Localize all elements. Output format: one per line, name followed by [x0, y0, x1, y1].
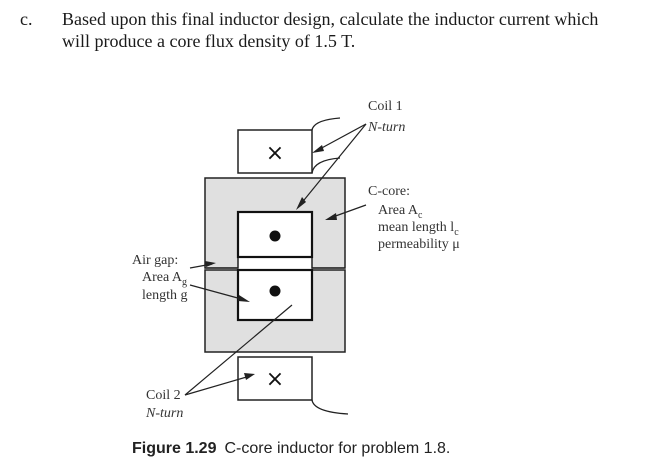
coil-2-leader — [184, 375, 251, 396]
air-gap-area-label: Area Ag — [142, 270, 187, 288]
figure-caption-text: C-core inductor for problem 1.8. — [224, 440, 451, 457]
lower-dot-symbol — [269, 285, 281, 297]
upper-dot-symbol — [269, 230, 281, 242]
c-core-title-label: C-core: — [368, 184, 410, 199]
c-core-permeability-label: permeability μ — [378, 237, 460, 252]
coil-2-lead-top — [311, 399, 349, 415]
air-gap-title-label: Air gap: — [132, 253, 178, 268]
coil-1-cross-symbol: × — [266, 141, 284, 166]
c-core-length-label: mean length lc — [378, 220, 459, 238]
coil-1-leader-2 — [317, 123, 367, 151]
coil-1-lead-top — [311, 117, 341, 131]
coil-2-box — [237, 356, 313, 401]
coil-1-title-label: Coil 1 — [368, 99, 403, 114]
figure-number: Figure 1.29 — [132, 440, 217, 457]
figure-caption: Figure 1.29 C-core inductor for problem 1… — [132, 440, 450, 458]
coil-1-sub-label: N-turn — [367, 120, 405, 135]
coil-2-sub-label: N-turn — [145, 406, 183, 421]
air-gap-leader-2-arrow — [238, 295, 250, 302]
upper-window — [236, 210, 314, 259]
coil-2-leader-2 — [184, 304, 293, 396]
c-core-area-label: Area Ac — [378, 203, 423, 221]
coil-1-leader-2-arrow — [312, 145, 324, 153]
coil-2-leader-arrow — [244, 373, 255, 380]
coil-1-leader-arrow — [296, 197, 306, 210]
c-core-leader-arrow — [325, 213, 337, 220]
air-gap-length-label: length g — [142, 288, 188, 303]
problem-statement: c. Based upon this final inductor design… — [20, 8, 630, 52]
air-gap-leader-2 — [189, 284, 246, 301]
problem-text: Based upon this final inductor design, c… — [62, 9, 599, 51]
coil-1-box — [237, 129, 313, 174]
coil-1-leader — [299, 123, 367, 206]
coil-2-title-label: Coil 2 — [146, 388, 181, 403]
problem-marker: c. — [20, 9, 33, 29]
coil-2-cross-symbol: × — [266, 367, 284, 392]
air-gap-leader-arrow — [205, 261, 216, 267]
coil-1-lead-bottom — [311, 157, 341, 174]
